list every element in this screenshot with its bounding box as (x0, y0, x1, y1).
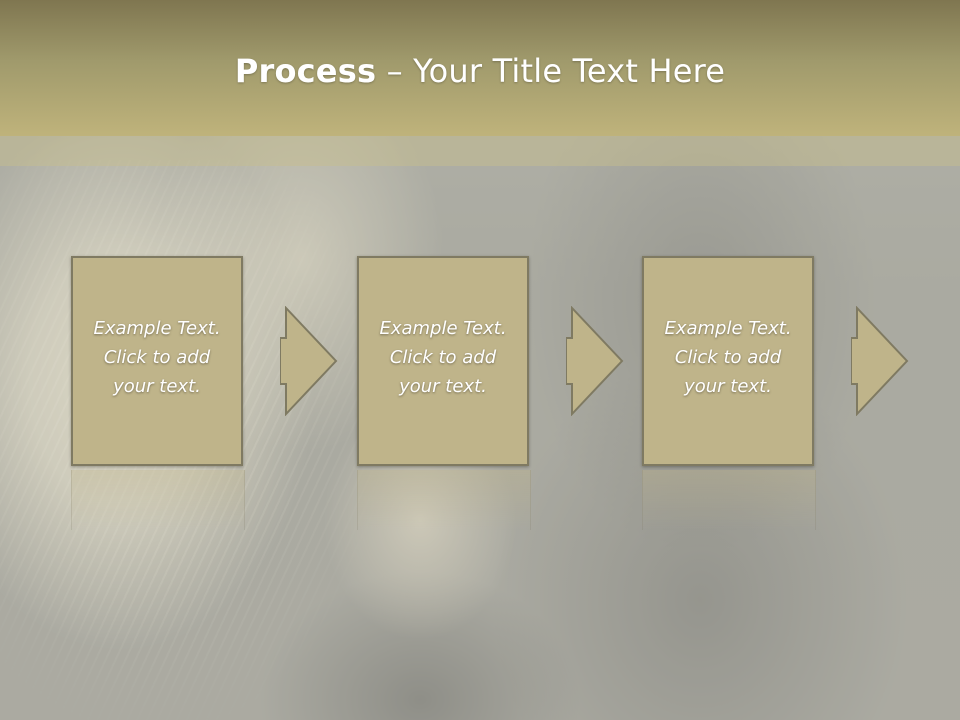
process-step-1-box[interactable]: Example Text. Click to add your text. (71, 256, 243, 466)
right-arrow-icon (851, 306, 909, 416)
process-step-1-text[interactable]: Example Text. Click to add your text. (93, 318, 221, 397)
slide-title[interactable]: Process – Your Title Text Here (0, 52, 960, 90)
right-arrow-icon (566, 306, 624, 416)
process-step-3-reflection (642, 470, 816, 530)
slide-title-bold: Process (234, 52, 377, 90)
title-banner-shadow (0, 136, 960, 166)
process-step-3-text[interactable]: Example Text. Click to add your text. (664, 318, 792, 397)
title-banner (0, 0, 960, 136)
process-step-3-box[interactable]: Example Text. Click to add your text. (642, 256, 814, 466)
slide-title-rest: – Your Title Text Here (376, 52, 726, 90)
right-arrow-icon (280, 306, 338, 416)
process-step-2-reflection (357, 470, 531, 530)
process-step-1-reflection (71, 470, 245, 530)
process-step-2-text[interactable]: Example Text. Click to add your text. (379, 318, 507, 397)
process-step-2-box[interactable]: Example Text. Click to add your text. (357, 256, 529, 466)
